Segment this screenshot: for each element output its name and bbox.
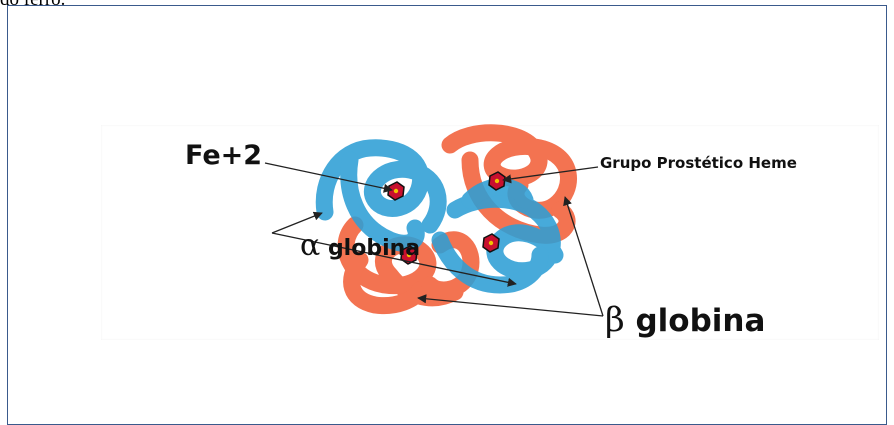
beta-pointer-1	[563, 196, 604, 317]
alpha-globin-chains	[315, 139, 564, 294]
beta-chain-lower-b	[343, 251, 429, 315]
hemoglobin-illustration	[264, 124, 604, 317]
fe-pointer	[264, 162, 393, 193]
heme-group-1	[387, 181, 405, 201]
alpha-pointer-1	[271, 211, 323, 234]
pointer-lines	[264, 162, 604, 317]
grupo-pointer	[502, 166, 599, 184]
beta-chain-upper	[441, 124, 577, 219]
beta-pointer-2	[417, 294, 604, 317]
heme-group-4	[482, 233, 500, 253]
alpha-globin-label: α globina	[300, 228, 420, 263]
heme-groups	[387, 171, 506, 265]
beta-globin-label: β globina	[605, 300, 765, 340]
alpha-chain-lower-b	[431, 231, 549, 294]
alpha-chain-upper	[315, 139, 447, 234]
beta-symbol: β	[605, 300, 625, 340]
beta-text: globina	[635, 303, 766, 339]
alpha-pointer-2	[271, 232, 517, 287]
alpha-text: globina	[327, 236, 421, 261]
alpha-chain-upper-b	[340, 151, 425, 252]
fe-label: Fe+2	[185, 140, 263, 171]
heme-group-label: Grupo Prostético Heme	[600, 154, 797, 172]
alpha-symbol: α	[300, 228, 321, 263]
heme-group-3	[400, 245, 418, 265]
heme-group-2	[488, 171, 506, 191]
